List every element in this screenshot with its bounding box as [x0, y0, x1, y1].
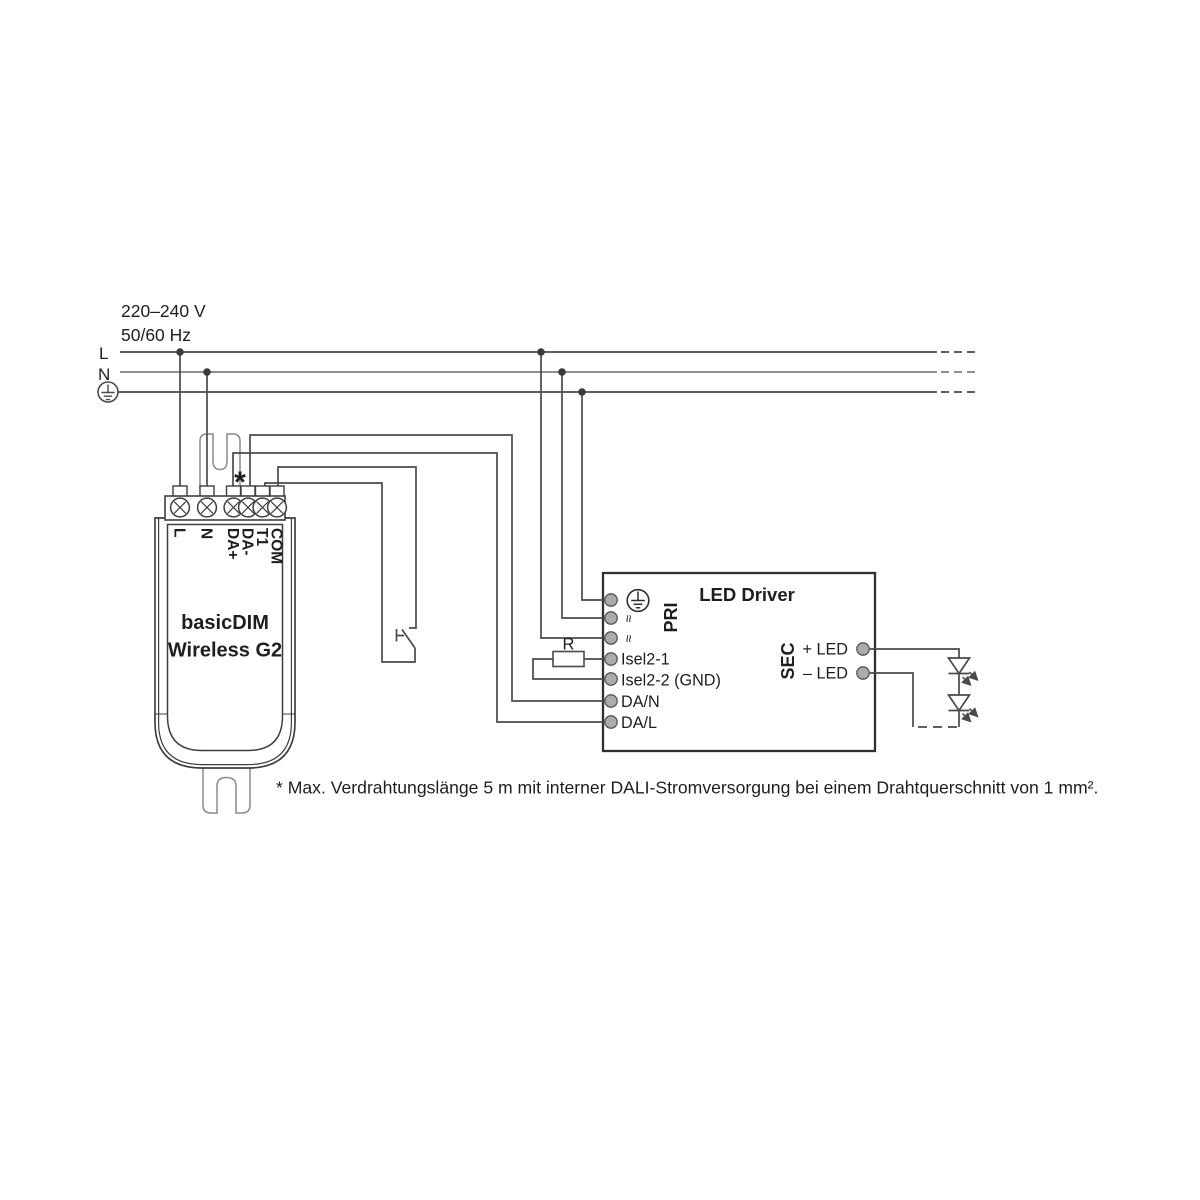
- module-terminal-labels: L N DA+ DA- T1 COM: [171, 528, 285, 564]
- emission-arrow-icon: [961, 712, 972, 723]
- emission-arrow-icon: [968, 707, 979, 718]
- terminal-label-T1: T1: [253, 528, 270, 546]
- driver-output-terminals: [856, 642, 870, 680]
- cable-clamp-top: [199, 433, 241, 489]
- wire-PE-to-driver: [581, 392, 607, 601]
- module-housing-inner-panel: [166, 523, 284, 752]
- emission-arrow-icon: [961, 675, 972, 687]
- junction-dot: [537, 348, 545, 356]
- screw-terminal-DA-plus: [223, 497, 244, 518]
- junction-dot: [203, 368, 211, 376]
- terminal-screws: [169, 497, 288, 518]
- ac-symbol-1: ≈: [621, 615, 637, 623]
- driver-output-labels: + LED – LED: [803, 641, 848, 683]
- label-plus-led: + LED: [803, 641, 848, 659]
- terminal-pe: [604, 593, 618, 607]
- module-housing-outer: [154, 517, 296, 769]
- terminal-ac-1: [604, 611, 618, 625]
- label-da-l: DA/L: [621, 714, 657, 732]
- wire-resistor-leads: [532, 658, 607, 680]
- junction-dot: [176, 348, 184, 356]
- led-diode-icon: [946, 657, 972, 676]
- protective-earth-icon: [97, 381, 119, 403]
- supply-labels: 220–240 V 50/60 Hz L N: [98, 301, 206, 384]
- wire-DAminus-to-DAN: [249, 434, 607, 702]
- screw-terminal-DA-minus: [237, 497, 259, 518]
- resistor-body: [552, 650, 585, 668]
- wire-COM-to-switch: [277, 466, 417, 629]
- supply-voltage: 220–240 V: [121, 301, 206, 321]
- push-button-actuator: [395, 629, 404, 642]
- module-title-line1: basicDIM: [181, 612, 269, 634]
- terminal-da-l: [604, 715, 618, 729]
- driver-input-labels: Isel2-1 Isel2-2 (GND) DA/N DA/L: [621, 651, 721, 733]
- neutral-label: N: [98, 365, 110, 384]
- terminal-label-L: L: [171, 528, 188, 537]
- led-emission-arrows: [961, 670, 979, 723]
- terminal-label-COM: COM: [268, 528, 285, 564]
- terminal-label-N: N: [198, 528, 215, 539]
- module-title: basicDIM Wireless G2: [168, 612, 282, 662]
- connection-wires: [179, 352, 960, 728]
- led-driver-title: LED Driver: [699, 584, 795, 605]
- module-terminal-block: [164, 485, 288, 521]
- led-driver-pri-label: PRI: [661, 602, 681, 632]
- label-isel2-1: Isel2-1: [621, 651, 670, 669]
- emission-arrow-icon: [968, 670, 979, 682]
- wire-T1-to-switch: [264, 482, 416, 663]
- supply-frequency: 50/60 Hz: [121, 325, 191, 345]
- junction-dot: [558, 368, 566, 376]
- terminal-plus-led: [856, 642, 870, 656]
- resistor: R: [552, 636, 585, 668]
- driver-earth-icon: [626, 588, 650, 613]
- label-isel2-2-gnd: Isel2-2 (GND): [621, 672, 721, 690]
- wire-L-to-driver: [540, 352, 607, 639]
- mains-lines: [118, 351, 979, 393]
- wire-led-minus: [869, 672, 914, 727]
- module-housing-second-outline: [158, 518, 292, 766]
- cable-clamp-bottom: [202, 764, 251, 814]
- wireless-module-body: [154, 433, 296, 814]
- terminal-da-n: [604, 694, 618, 708]
- terminal-label-DA-minus: DA-: [239, 528, 256, 556]
- led-string: [946, 657, 979, 723]
- module-title-line2: Wireless G2: [168, 640, 282, 662]
- led-diode-icon: [946, 694, 972, 713]
- led-driver-sec-label: SEC: [778, 642, 798, 679]
- terminal-minus-led: [856, 666, 870, 680]
- screw-terminal-N: [196, 497, 218, 518]
- footnote: * Max. Verdrahtungslänge 5 m mit interne…: [276, 778, 1098, 798]
- screw-terminal-COM: [266, 497, 288, 518]
- wire-led-plus: [869, 648, 960, 658]
- terminal-wire-entries: [172, 485, 285, 498]
- push-button-blade: [401, 629, 416, 649]
- wire-N-to-driver: [561, 372, 607, 619]
- terminal-isel2-1: [604, 652, 618, 666]
- ac-symbol-2: ≈: [621, 635, 637, 643]
- screw-terminal-L: [169, 497, 191, 518]
- label-minus-led: – LED: [803, 665, 848, 683]
- driver-input-terminals: [604, 593, 618, 729]
- label-da-n: DA/N: [621, 693, 660, 711]
- led-driver: LED Driver PRI SEC ≈ ≈ Isel2-1 Isel2-2 (…: [604, 584, 870, 733]
- terminal-isel2-2: [604, 672, 618, 686]
- terminal-ac-2: [604, 631, 618, 645]
- resistor-label: R: [563, 636, 575, 654]
- junction-dots: [176, 348, 586, 396]
- line-label: L: [99, 344, 108, 363]
- terminal-label-DA-plus: DA+: [224, 528, 241, 559]
- junction-dot: [578, 388, 586, 396]
- wiring-note-marker: *: [234, 466, 246, 499]
- wire-DAplus-to-DAL: [232, 452, 607, 723]
